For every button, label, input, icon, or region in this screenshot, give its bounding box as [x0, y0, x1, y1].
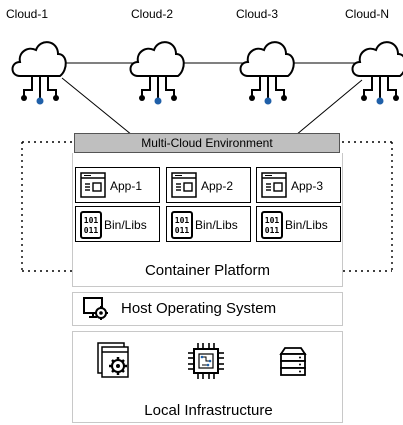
bin-libs-1-label: Bin/Libs	[104, 218, 147, 232]
bin-libs-3-cell: 101 011 Bin/Libs	[256, 206, 341, 242]
cloud-label-1: Cloud-1	[6, 7, 49, 21]
local-infrastructure-box: Local Infrastructure	[72, 331, 343, 423]
cloud-2-icon	[129, 28, 190, 117]
app-2-cell: App-2	[166, 167, 251, 203]
svg-text:011: 011	[265, 226, 280, 235]
host-os-label: Host Operating System	[121, 300, 277, 317]
multi-cloud-environment-banner: Multi-Cloud Environment	[74, 133, 340, 153]
binary-icon: 101 011	[171, 211, 193, 239]
svg-text:101: 101	[84, 216, 99, 225]
cloud-1-icon	[11, 28, 72, 117]
svg-text:101: 101	[175, 216, 190, 225]
host-os-box: Host Operating System	[72, 292, 343, 326]
cloud-n-icon	[351, 28, 403, 117]
svg-text:101: 101	[265, 216, 280, 225]
settings-window-icon	[97, 342, 129, 378]
app-2-label: App-2	[201, 179, 234, 193]
app-window-icon	[80, 172, 106, 198]
cloud-3-icon	[239, 28, 300, 117]
svg-text:011: 011	[175, 226, 190, 235]
settings-monitor-icon	[83, 297, 108, 320]
bin-libs-2-cell: 101 011 Bin/Libs	[166, 206, 251, 242]
bin-libs-1-cell: 101 011 Bin/Libs	[75, 206, 160, 242]
app-window-icon	[261, 172, 287, 198]
cloud-label-3: Cloud-3	[236, 7, 279, 21]
server-icon	[279, 347, 307, 376]
bin-libs-3-label: Bin/Libs	[285, 218, 328, 232]
app-1-label: App-1	[110, 179, 143, 193]
app-3-label: App-3	[291, 179, 324, 193]
app-3-cell: App-3	[256, 167, 341, 203]
binary-icon: 101 011	[261, 211, 283, 239]
svg-text:011: 011	[84, 226, 99, 235]
cloud-label-2: Cloud-2	[131, 7, 174, 21]
bin-libs-2-label: Bin/Libs	[195, 218, 238, 232]
app-window-icon	[171, 172, 197, 198]
binary-icon: 101 011	[80, 211, 102, 239]
cpu-chip-icon	[188, 343, 224, 379]
local-infrastructure-label: Local Infrastructure	[144, 402, 273, 419]
container-platform-label: Container Platform	[144, 262, 271, 279]
cloud-label-n: Cloud-N	[345, 7, 390, 21]
app-1-cell: App-1	[75, 167, 160, 203]
